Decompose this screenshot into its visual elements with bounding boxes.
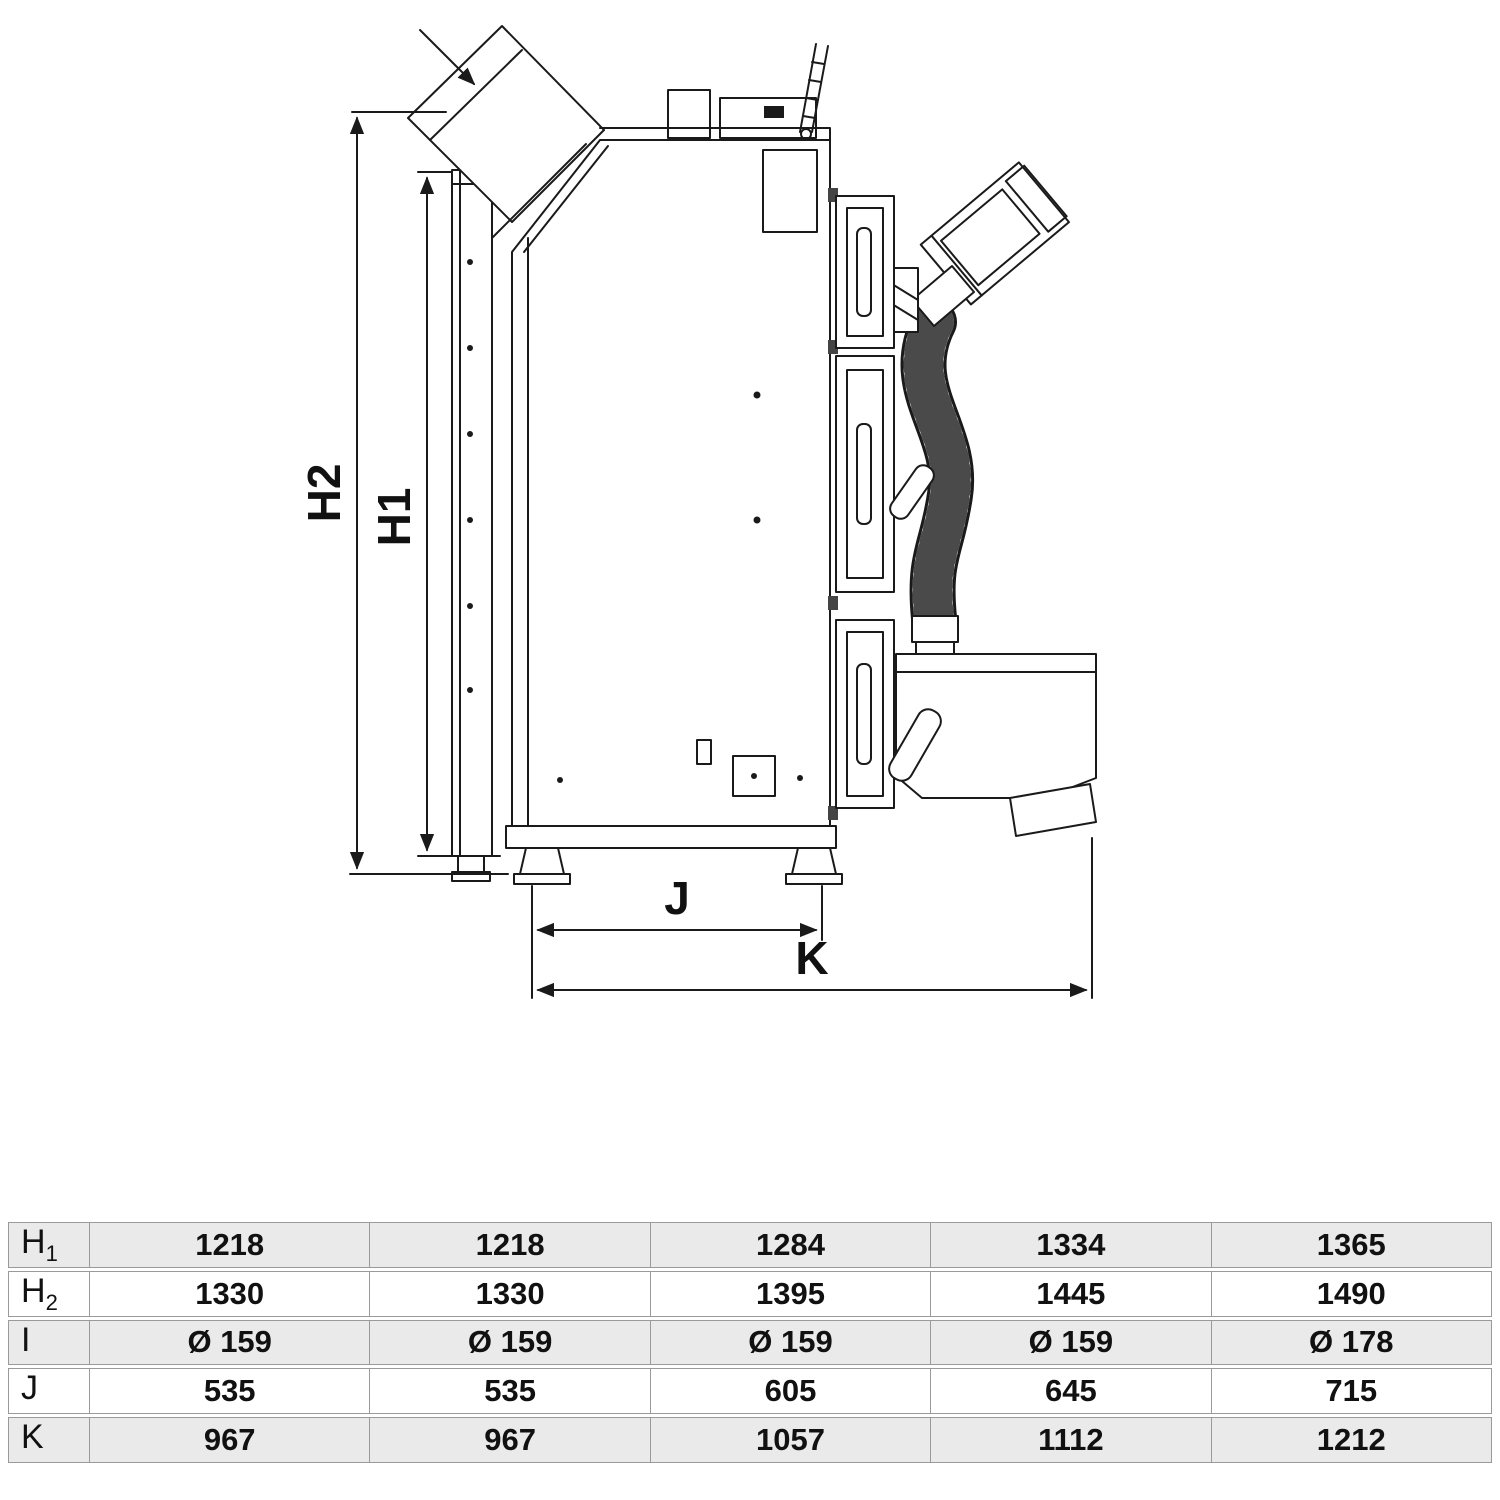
table-cell: 605: [650, 1368, 932, 1415]
table-cell: 535: [370, 1368, 651, 1415]
lower-door: [835, 619, 895, 809]
flue-direction-arrow: [419, 29, 476, 86]
table-cell: 1057: [650, 1417, 932, 1463]
table-cell: Ø 178: [1211, 1319, 1492, 1366]
row-label-j: J: [8, 1368, 90, 1415]
feeder-bracket: [891, 267, 919, 333]
dimension-table: H1 1218 1218 1284 1334 1365 H2 1330 1330…: [8, 1219, 1492, 1466]
pellet-burner: [888, 653, 1097, 837]
boiler-body: [511, 127, 831, 827]
rear-panel: [451, 169, 493, 882]
row-label-i: I: [8, 1319, 90, 1366]
table-row-j: J 535 535 605 645 715: [8, 1368, 1492, 1415]
row-label-h2: H2: [8, 1270, 90, 1317]
table-cell: 1330: [370, 1270, 651, 1317]
middle-door: [835, 355, 935, 593]
table-cell: 967: [370, 1417, 651, 1463]
upper-door: [835, 195, 895, 349]
table-cell: 1218: [90, 1222, 371, 1268]
table-cell: 645: [931, 1368, 1212, 1415]
table-row-h1: H1 1218 1218 1284 1334 1365: [8, 1222, 1492, 1268]
table-row-i: I Ø 159 Ø 159 Ø 159 Ø 159 Ø 178: [8, 1319, 1492, 1366]
h2-dimension-label: H2: [298, 464, 350, 523]
table-row-k: K 967 967 1057 1112 1212: [8, 1417, 1492, 1463]
table-cell: 1395: [650, 1270, 932, 1317]
feed-hose: [900, 299, 975, 655]
table-cell: Ø 159: [370, 1319, 651, 1366]
table-cell: 1334: [931, 1222, 1212, 1268]
table-cell: 1330: [90, 1270, 371, 1317]
table-cell: Ø 159: [931, 1319, 1212, 1366]
h1-dimension: [417, 171, 501, 857]
table-cell: 1445: [931, 1270, 1212, 1317]
table-cell: 1112: [931, 1417, 1212, 1463]
row-label-h1: H1: [8, 1222, 90, 1268]
boiler-technical-drawing: H2 H1 J K: [298, 25, 1097, 999]
table-row-h2: H2 1330 1330 1395 1445 1490: [8, 1270, 1492, 1317]
boiler-diagram-svg: H2 H1 J K: [298, 25, 1097, 999]
table-cell: 535: [90, 1368, 371, 1415]
h1-dimension-label: H1: [368, 488, 420, 547]
h2-dimension: [349, 111, 509, 875]
table-cell: 967: [90, 1417, 371, 1463]
table-cell: 1218: [370, 1222, 651, 1268]
table-cell: 1284: [650, 1222, 932, 1268]
row-label-k: K: [8, 1417, 90, 1463]
base-feet: [505, 825, 843, 885]
top-lever: [799, 43, 829, 140]
table-cell: 1212: [1211, 1417, 1492, 1463]
hinge-blocks: [828, 188, 838, 820]
table-cell: Ø 159: [650, 1319, 932, 1366]
j-dimension-label: J: [664, 872, 690, 924]
table-cell: 715: [1211, 1368, 1492, 1415]
table-cell: 1490: [1211, 1270, 1492, 1317]
flue-duct: [407, 25, 605, 239]
table-cell: Ø 159: [90, 1319, 371, 1366]
top-connection-box: [667, 89, 817, 139]
pellet-feeder-motor: [911, 161, 1070, 327]
k-dimension: [531, 837, 1093, 999]
table-cell: 1365: [1211, 1222, 1492, 1268]
j-dimension: [531, 885, 823, 941]
k-dimension-label: K: [795, 932, 828, 984]
